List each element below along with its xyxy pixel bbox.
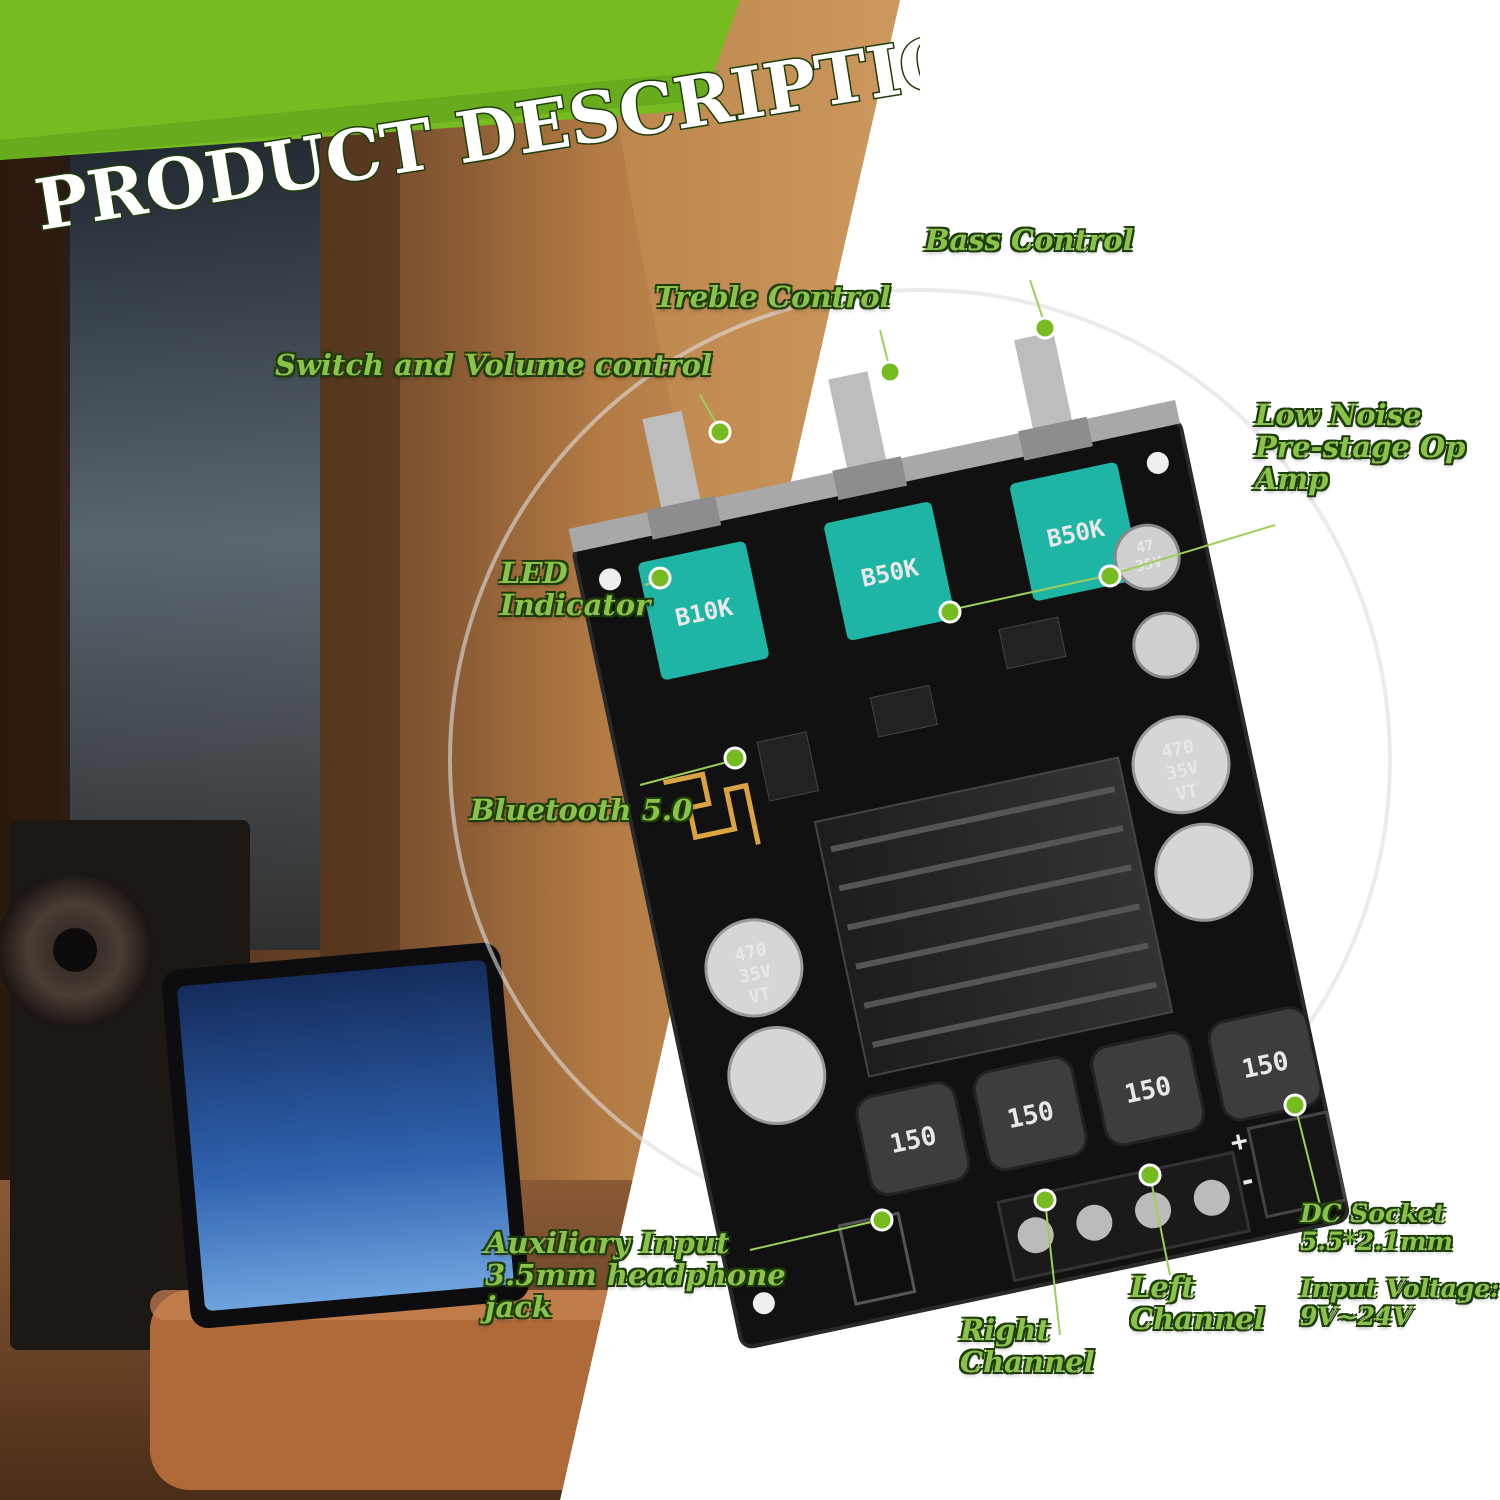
inductor [972,1056,1088,1172]
svg-text:47: 47 [1134,536,1155,557]
headphone-jack [837,1211,917,1306]
polarity-minus: - [1236,1163,1259,1199]
label-volume-control: Switch and Volume control [275,348,713,382]
amplifier-board: B10K B50K B50K [568,331,1350,1349]
label-dc-socket: DC Socket 5.5*2.1mm [1300,1199,1453,1256]
label-treble-control: Treble Control [655,280,891,314]
callout-dot [1098,564,1122,588]
callout-dot [938,600,962,624]
svg-text:VT: VT [747,983,773,1008]
callout-dot [723,746,747,770]
callout-dot [1138,1163,1162,1187]
large-capacitor [1154,822,1254,922]
callout-dot [1283,1093,1307,1117]
callout-dot [878,360,902,384]
small-capacitor [1132,611,1200,679]
large-capacitor [727,1026,827,1126]
polarity-plus: + [1227,1123,1250,1159]
svg-text:VT: VT [1174,780,1200,805]
label-aux-input: Auxiliary Input 3.5mm headphone jack [485,1226,786,1324]
label-op-amp: Low Noise Pre-stage Op Amp [1255,398,1466,496]
label-left-channel: Left Channel [1130,1270,1265,1336]
page-title: PRODUCT DESCRIPTION [30,20,920,247]
label-bass-control: Bass Control [925,223,1134,257]
dc-socket [1246,1110,1347,1219]
banner-stripe [0,0,740,160]
label-right-channel: Right Channel [960,1313,1095,1379]
large-capacitor [1131,715,1231,815]
callout-dot [1033,316,1057,340]
callout-dot [648,566,672,590]
label-input-voltage: Input Voltage: 9V~24V [1300,1274,1500,1331]
speaker-terminal [996,1150,1252,1283]
label-bluetooth: Bluetooth 5.0 [470,793,693,827]
inductor [855,1081,971,1197]
inductor [1207,1006,1323,1122]
banner-title: PRODUCT DESCRIPTION [28,20,920,248]
inductor [1090,1031,1206,1147]
label-led-indicator: LED Indicator [500,556,651,622]
callout-dot [1033,1188,1057,1212]
large-capacitor [704,918,804,1018]
small-capacitor [1113,523,1181,591]
callout-dot [708,420,732,444]
callout-dot [870,1208,894,1232]
bluetooth-antenna [662,771,761,845]
